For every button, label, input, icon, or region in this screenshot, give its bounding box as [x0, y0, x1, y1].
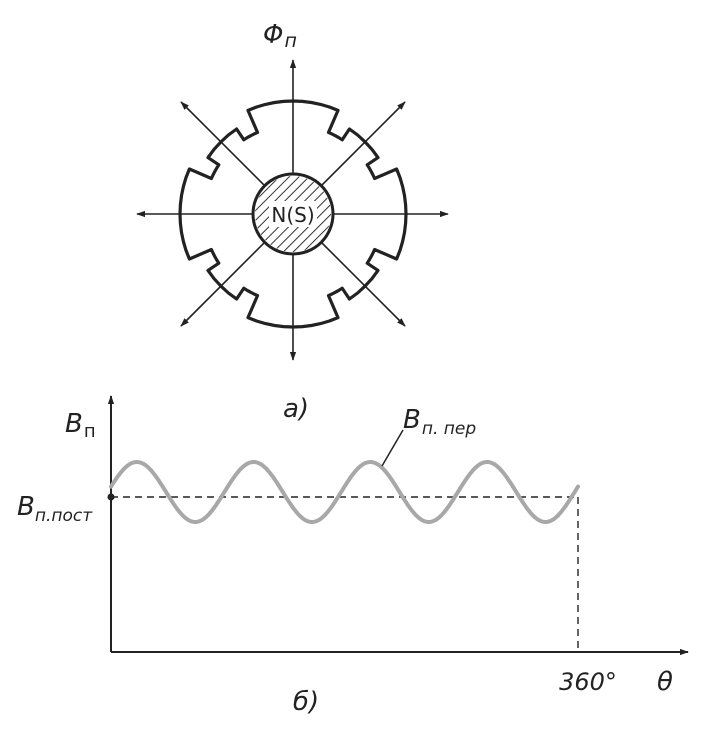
pole-label-bg — [269, 201, 317, 227]
flux-density-wave — [109, 460, 580, 524]
y-axis-label: Bп — [65, 409, 96, 442]
wave-label: Bп. пер — [403, 405, 476, 439]
caption-b: б) — [293, 687, 319, 717]
x-end-tick-label: 360° — [559, 668, 617, 696]
constant-level-marker — [107, 493, 115, 501]
diagram-b: Bп Bп. пер Bп.пост 360° θ б) — [17, 395, 689, 717]
toothed-yoke — [178, 99, 408, 329]
x-axis-label: θ — [657, 667, 673, 697]
diagram-a: N(S) Φп а) — [136, 20, 449, 424]
constant-level-label: Bп.пост — [17, 492, 93, 526]
pole-label: N(S) — [271, 203, 314, 227]
flux-label: Φп — [263, 20, 297, 52]
caption-a: а) — [283, 394, 309, 424]
wave-label-leader — [381, 429, 404, 467]
